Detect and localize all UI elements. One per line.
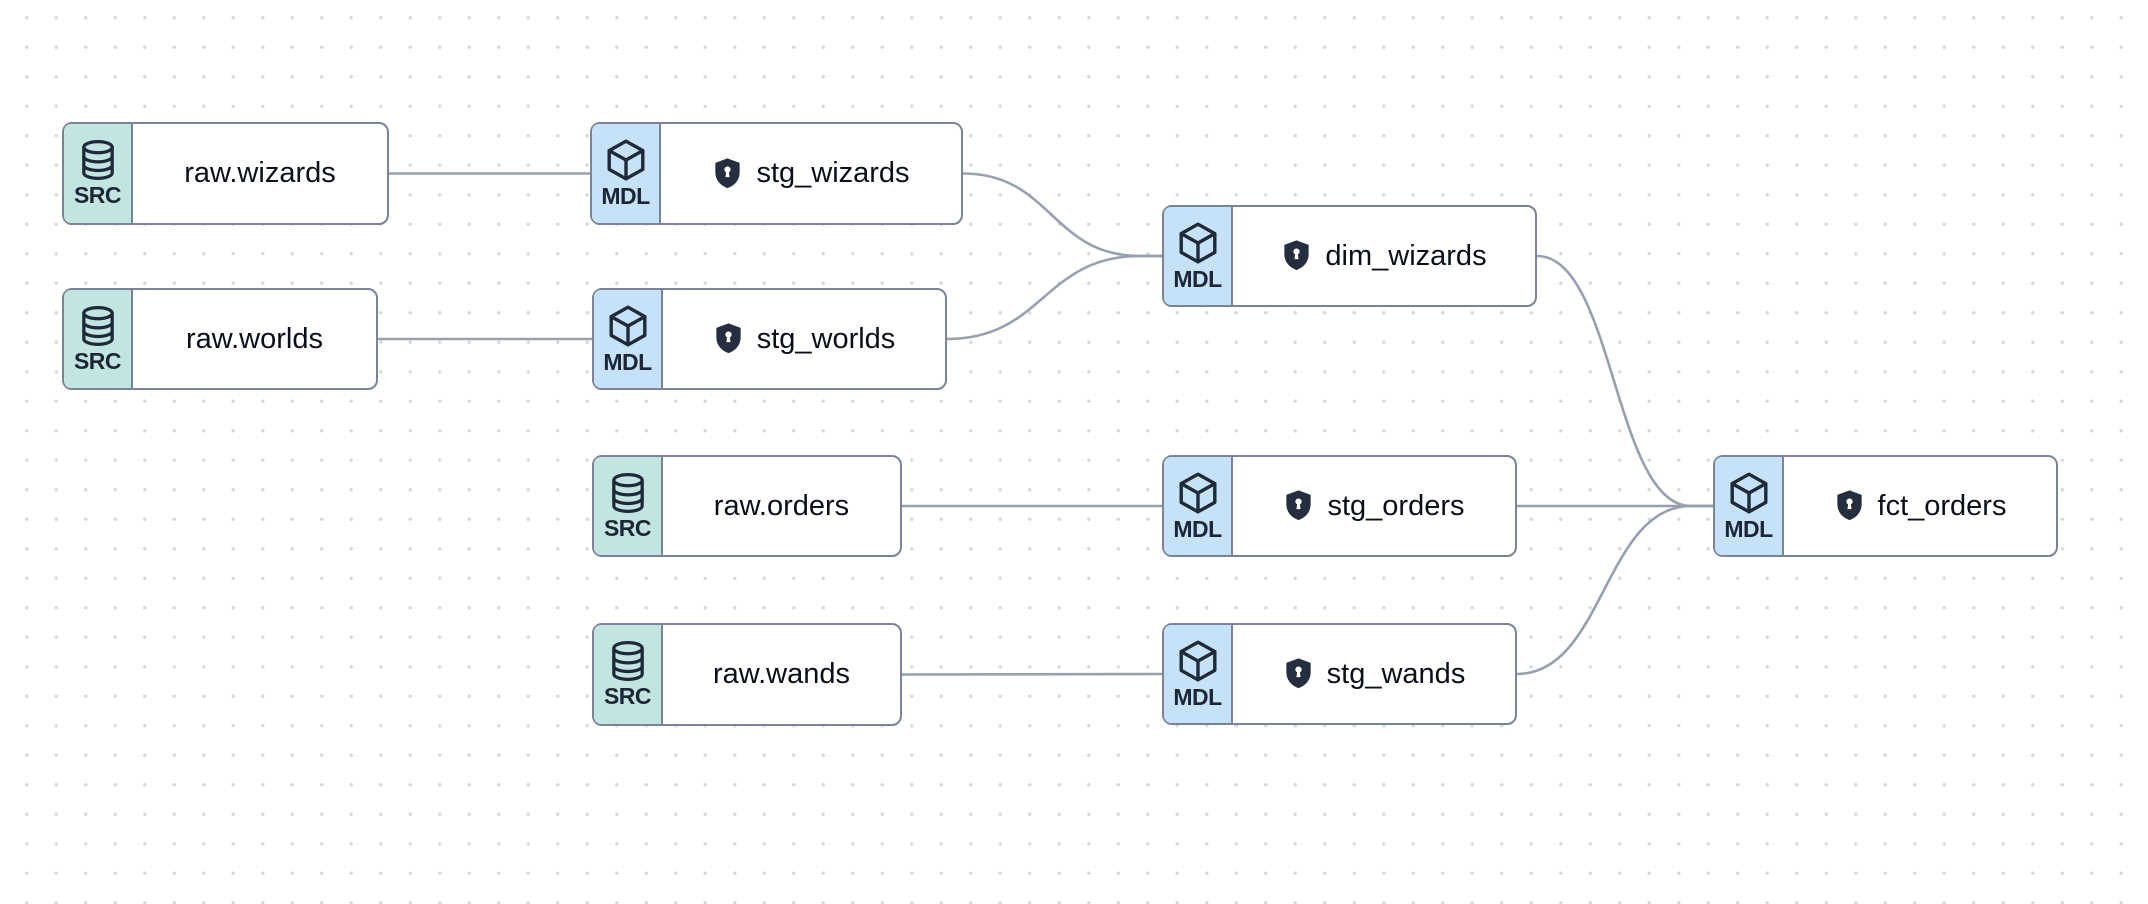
cube-icon bbox=[1725, 469, 1773, 517]
node-kind-badge: MDL bbox=[1164, 457, 1233, 555]
node-kind-label: SRC bbox=[73, 347, 122, 374]
cube-icon bbox=[602, 136, 650, 184]
node-label: raw.orders bbox=[713, 489, 850, 522]
lineage-node-stg-worlds[interactable]: MDL stg_worlds bbox=[592, 288, 947, 390]
cube-icon bbox=[604, 302, 652, 350]
node-label: stg_worlds bbox=[756, 322, 896, 355]
node-label: stg_wands bbox=[1326, 657, 1466, 690]
node-kind-label: MDL bbox=[601, 183, 650, 209]
edge-stg_wands-to-fct_orders bbox=[1515, 504, 1715, 676]
node-kind-badge: MDL bbox=[1164, 625, 1233, 723]
node-kind-label: SRC bbox=[73, 182, 122, 208]
shield-lock-icon bbox=[713, 322, 744, 356]
shield-lock-icon bbox=[1834, 489, 1865, 523]
node-kind-badge: MDL bbox=[592, 124, 661, 223]
cube-icon bbox=[1174, 469, 1222, 517]
database-icon bbox=[75, 303, 121, 349]
node-body: fct_orders bbox=[1784, 457, 2056, 555]
node-kind-label: MDL bbox=[1173, 515, 1222, 542]
node-label: raw.wands bbox=[712, 658, 850, 690]
node-kind-badge: SRC bbox=[64, 124, 133, 223]
node-kind-label: SRC bbox=[603, 514, 652, 541]
node-body: raw.wands bbox=[663, 625, 900, 724]
edge-stg_wizards-to-dim_wizards bbox=[961, 172, 1164, 258]
node-body: stg_orders bbox=[1233, 457, 1515, 555]
shield-lock-icon bbox=[1283, 489, 1314, 523]
node-label: raw.wizards bbox=[184, 157, 336, 189]
lineage-node-raw-wizards[interactable]: SRC raw.wizards bbox=[62, 122, 389, 225]
node-label: stg_orders bbox=[1327, 489, 1465, 522]
shield-lock-icon bbox=[1283, 657, 1314, 691]
node-kind-label: MDL bbox=[1173, 683, 1222, 710]
edge-dim_wizards-to-fct_orders bbox=[1535, 254, 1715, 508]
lineage-node-raw-orders[interactable]: SRC raw.orders bbox=[592, 455, 902, 557]
lineage-node-fct-orders[interactable]: MDL fct_orders bbox=[1713, 455, 2058, 557]
node-body: stg_wands bbox=[1233, 625, 1515, 723]
edge-raw-wands-to-stg_wands bbox=[900, 672, 1164, 676]
shield-lock-icon bbox=[712, 157, 743, 191]
node-body: stg_wizards bbox=[661, 124, 961, 223]
database-icon bbox=[605, 638, 651, 684]
node-kind-label: MDL bbox=[1724, 515, 1773, 542]
node-label: dim_wizards bbox=[1325, 239, 1487, 272]
database-icon bbox=[605, 470, 651, 516]
node-kind-badge: MDL bbox=[594, 290, 663, 388]
node-label: raw.worlds bbox=[186, 322, 323, 355]
node-kind-label: MDL bbox=[603, 348, 652, 375]
lineage-node-raw-worlds[interactable]: SRC raw.worlds bbox=[62, 288, 378, 390]
node-kind-badge: SRC bbox=[594, 457, 663, 555]
cube-icon bbox=[1174, 219, 1222, 267]
node-kind-badge: MDL bbox=[1715, 457, 1784, 555]
edge-stg_worlds-to-dim_wizards bbox=[945, 254, 1164, 341]
node-kind-badge: SRC bbox=[64, 290, 133, 388]
node-body: raw.wizards bbox=[133, 124, 387, 223]
node-kind-badge: MDL bbox=[1164, 207, 1233, 305]
node-body: stg_worlds bbox=[663, 290, 945, 388]
lineage-node-stg-orders[interactable]: MDL stg_orders bbox=[1162, 455, 1517, 557]
lineage-node-stg-wands[interactable]: MDL stg_wands bbox=[1162, 623, 1517, 725]
lineage-node-stg-wizards[interactable]: MDL stg_wizards bbox=[590, 122, 963, 225]
node-label: fct_orders bbox=[1877, 489, 2007, 522]
node-body: raw.orders bbox=[663, 457, 900, 555]
database-icon bbox=[75, 137, 121, 183]
node-kind-label: SRC bbox=[603, 683, 652, 709]
shield-lock-icon bbox=[1281, 239, 1312, 273]
cube-icon bbox=[1174, 637, 1222, 685]
node-label: stg_wizards bbox=[756, 157, 910, 189]
node-kind-label: MDL bbox=[1173, 265, 1222, 292]
lineage-node-raw-wands[interactable]: SRC raw.wands bbox=[592, 623, 902, 726]
node-body: raw.worlds bbox=[133, 290, 376, 388]
node-body: dim_wizards bbox=[1233, 207, 1535, 305]
lineage-node-dim-wizards[interactable]: MDL dim_wizards bbox=[1162, 205, 1537, 307]
node-kind-badge: SRC bbox=[594, 625, 663, 724]
